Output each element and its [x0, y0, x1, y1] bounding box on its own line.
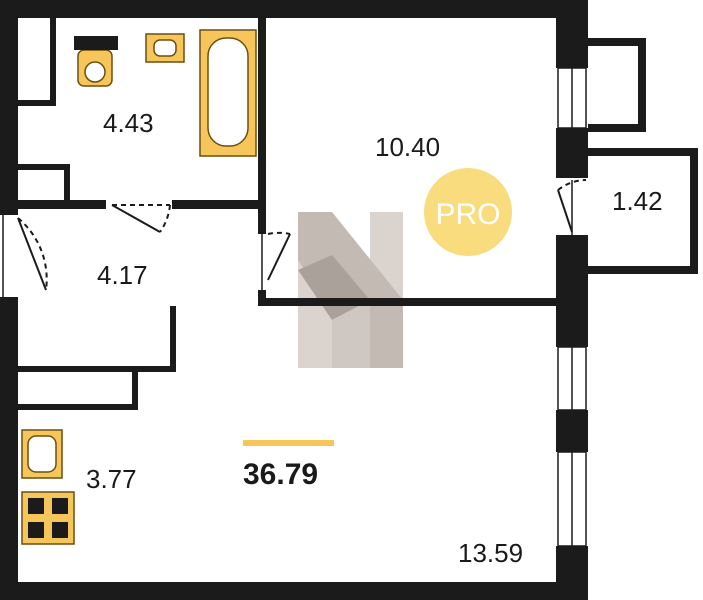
wall-bedroom-bottom — [258, 298, 560, 306]
wall-closet-bottom — [14, 366, 176, 372]
wall-bottom — [0, 582, 588, 600]
wall-niche-top — [18, 164, 68, 170]
wall-right-1 — [556, 0, 588, 68]
wall-top — [0, 0, 588, 18]
total-area-bar — [243, 440, 334, 446]
wall-shaft-right — [50, 14, 56, 106]
entrance-door — [2, 215, 48, 297]
watermark-logo — [298, 212, 403, 368]
wall-right-3 — [556, 235, 588, 347]
wall-bath-hall-left — [14, 200, 106, 209]
balcony-upper-bottom — [588, 124, 646, 132]
pro-badge-text: PRO — [435, 198, 500, 231]
wall-niche-right — [64, 164, 70, 204]
wall-bath-bedroom — [258, 14, 266, 234]
balcony-top — [588, 148, 698, 156]
wall-right-4 — [556, 410, 588, 452]
balcony-upper-right — [638, 38, 646, 132]
stove-icon — [21, 491, 75, 545]
wall-kitchen-top — [14, 404, 138, 410]
total-area: 36.79 — [243, 458, 318, 491]
windows — [557, 67, 587, 547]
balcony-right — [690, 148, 698, 274]
bedroom-area: 10.40 — [375, 132, 440, 162]
kitchen-sink-icon — [21, 429, 63, 479]
toilet-icon — [74, 36, 118, 87]
living-area: 13.59 — [458, 538, 523, 568]
wall-kitchen-notch — [132, 372, 138, 410]
wall-closet-right — [170, 306, 176, 372]
fixtures — [21, 29, 257, 545]
wall-right-5 — [556, 546, 588, 600]
balcony-bottom — [588, 266, 698, 274]
bathroom-door — [111, 204, 171, 233]
balcony-door — [557, 179, 587, 235]
wall-shaft-bottom — [14, 100, 54, 106]
balcony-area: 1.42 — [612, 186, 663, 216]
bedroom-door — [261, 231, 291, 290]
kitchen-area: 3.77 — [86, 464, 137, 494]
wall-left-upper — [0, 0, 18, 215]
wall-left-lower — [0, 297, 18, 600]
pro-badge: PRO — [424, 168, 512, 256]
bathtub-icon — [199, 29, 257, 157]
bathroom-area: 4.43 — [103, 108, 154, 138]
balcony-upper-top — [588, 38, 646, 46]
wall-right-2 — [556, 128, 588, 178]
wall-bath-hall-right — [172, 200, 264, 209]
hallway-area: 4.17 — [97, 260, 148, 290]
sink-icon — [145, 33, 185, 63]
doors — [2, 179, 587, 297]
